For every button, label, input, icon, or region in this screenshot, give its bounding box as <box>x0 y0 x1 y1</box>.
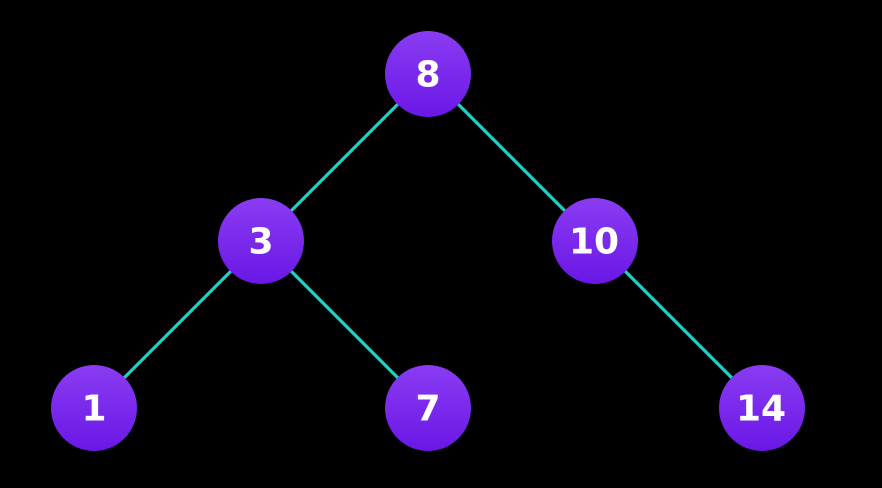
tree-node-3: 3 <box>218 198 304 284</box>
node-circle <box>385 365 471 451</box>
nodes-layer: 8 3 10 1 7 14 <box>51 31 805 451</box>
node-label: 14 <box>736 389 786 430</box>
tree-node-10: 10 <box>552 198 638 284</box>
tree-node-1: 1 <box>51 365 137 451</box>
node-label: 10 <box>569 222 619 263</box>
node-circle <box>385 31 471 117</box>
node-circle <box>218 198 304 284</box>
node-circle <box>552 198 638 284</box>
node-circle <box>719 365 805 451</box>
node-label: 8 <box>415 55 440 96</box>
tree-node-14: 14 <box>719 365 805 451</box>
node-circle <box>51 365 137 451</box>
node-label: 3 <box>248 222 273 263</box>
node-label: 1 <box>81 389 106 430</box>
tree-node-7: 7 <box>385 365 471 451</box>
edges-layer <box>92 72 764 410</box>
node-label: 7 <box>415 389 440 430</box>
tree-node-8: 8 <box>385 31 471 117</box>
